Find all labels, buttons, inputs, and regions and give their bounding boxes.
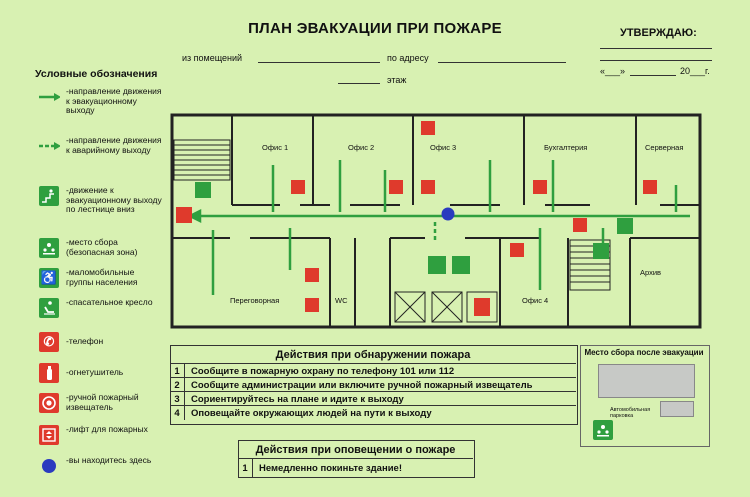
room-office4: Офис 4 bbox=[522, 296, 549, 305]
date-day: «___» bbox=[600, 66, 626, 76]
date-month-line bbox=[630, 75, 676, 76]
legend-item-evac-direction: -направление движения к эвакуационному в… bbox=[38, 86, 163, 116]
address-label: по адресу bbox=[387, 53, 429, 63]
alert-actions-table bbox=[238, 440, 475, 478]
floor-label: этаж bbox=[387, 75, 407, 85]
date-year: 20___г. bbox=[680, 66, 710, 76]
table-row: 1 Немедленно покиньте здание! bbox=[238, 458, 473, 477]
assembly-building-block bbox=[598, 364, 695, 398]
table-row: 1 Сообщите в пожарную охрану по телефону… bbox=[170, 363, 576, 378]
room-office3: Офис 3 bbox=[430, 143, 457, 152]
wheelchair-icon: ♿ bbox=[38, 268, 60, 288]
parking-label: Автомобильная парковка bbox=[610, 407, 651, 419]
table-row: 3 Сориентируйтесь на плане и идите к вых… bbox=[170, 391, 576, 406]
room-accounting: Бухгалтерия bbox=[544, 143, 588, 152]
alert-actions-title: Действия при оповещении о пожаре bbox=[255, 444, 456, 456]
approve-label: УТВЕРЖДАЮ: bbox=[620, 27, 697, 39]
legend-item-emergency-direction: -направление движения к аварийному выход… bbox=[38, 135, 163, 156]
from-premises-line bbox=[258, 62, 380, 63]
rescue-chair-icon bbox=[38, 298, 60, 318]
legend-item-fire-alarm: -ручной пожарный извещатель bbox=[38, 392, 163, 413]
room-office2: Офис 2 bbox=[348, 143, 375, 152]
floor-line bbox=[338, 83, 380, 84]
room-wc: WC bbox=[335, 296, 348, 305]
assembly-point-icon bbox=[38, 238, 60, 258]
dashed-arrow-icon bbox=[38, 136, 60, 156]
assembly-area-title: Место сбора после эвакуации bbox=[584, 348, 704, 357]
fire-alarm-icon bbox=[38, 393, 60, 413]
legend-item-fire-lift: -лифт для пожарных bbox=[38, 424, 163, 445]
legend-title: Условные обозначения bbox=[35, 68, 158, 80]
page-title: ПЛАН ЭВАКУАЦИИ ПРИ ПОЖАРЕ bbox=[248, 20, 502, 37]
phone-icon: ✆ bbox=[38, 332, 60, 352]
assembly-point-icon bbox=[593, 420, 613, 440]
room-archive: Архив bbox=[640, 268, 662, 277]
legend-item-stairs-down: -движение к эвакуационному выходу по лес… bbox=[38, 185, 163, 215]
fire-actions-title: Действия при обнаружении пожара bbox=[275, 349, 471, 361]
address-line bbox=[438, 62, 566, 63]
you-are-here-icon bbox=[38, 456, 60, 476]
fire-actions-table bbox=[170, 345, 578, 425]
parking-block bbox=[660, 401, 694, 417]
fire-lift-icon bbox=[38, 425, 60, 445]
extinguisher-icon bbox=[38, 363, 60, 383]
approve-line-1 bbox=[600, 48, 712, 49]
table-row: 2 Сообщите администрации или включите ру… bbox=[170, 377, 576, 392]
legend-item-phone: ✆ -телефон bbox=[38, 332, 163, 352]
from-premises-label: из помещений bbox=[182, 53, 243, 63]
legend-item-wheelchair: ♿ -маломобильные группы населения bbox=[38, 267, 163, 288]
table-row: 4 Оповещайте окружающих людей на пути к … bbox=[170, 405, 576, 420]
legend-item-extinguisher: -огнетушитель bbox=[38, 363, 163, 383]
legend-item-assembly-point: -место сбора (безопасная зона) bbox=[38, 237, 163, 258]
solid-arrow-icon bbox=[38, 87, 60, 107]
stairs-down-icon bbox=[38, 186, 60, 206]
room-office1: Офис 1 bbox=[262, 143, 289, 152]
legend-item-you-are-here: -вы находитесь здесь bbox=[38, 455, 163, 476]
approve-line-2 bbox=[600, 60, 712, 61]
room-meeting: Переговорная bbox=[230, 296, 280, 305]
legend-item-rescue-chair: -спасательное кресло bbox=[38, 297, 163, 318]
assembly-area-box bbox=[580, 345, 710, 447]
room-server: Серверная bbox=[645, 143, 684, 152]
